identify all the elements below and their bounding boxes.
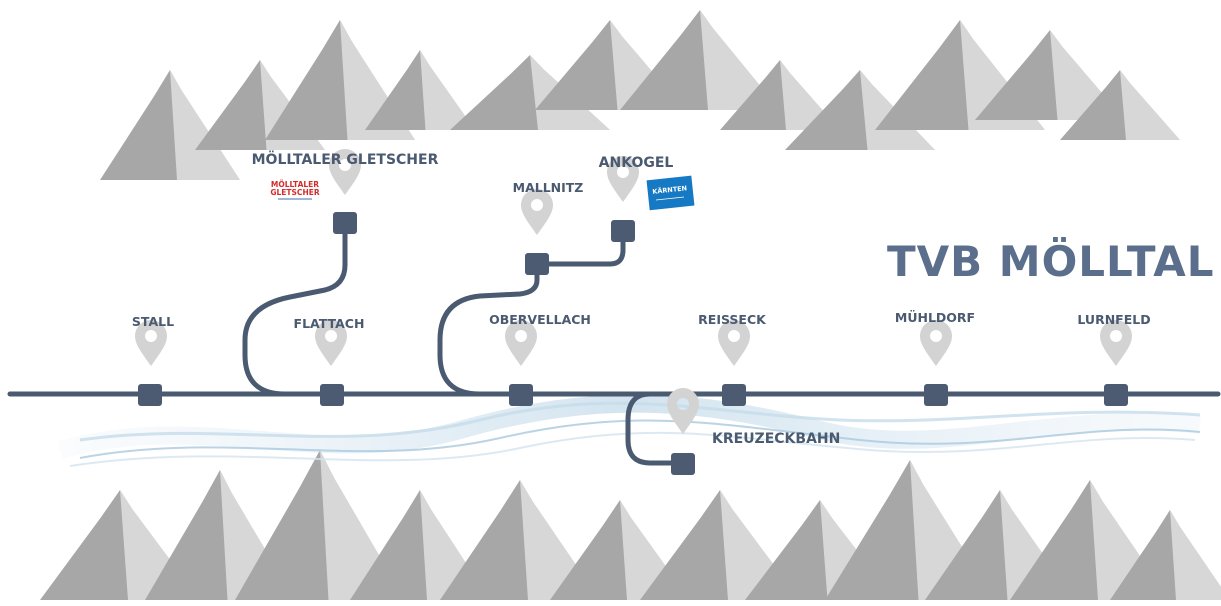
station-reisseck[interactable]	[722, 384, 746, 406]
mountain-top-5-snow	[610, 20, 685, 110]
station-kreuzeckbahn[interactable]	[671, 453, 695, 475]
moelltaler-gletscher-logo: MÖLLTALER GLETSCHER	[270, 178, 320, 202]
mountain-bottom-10-snow	[1090, 480, 1170, 600]
mountain-bottom-8-snow	[910, 460, 995, 600]
mountain-top-4-snow	[530, 55, 610, 130]
label-lurnfeld: LURNFELD	[1077, 312, 1150, 327]
mountain-bottom-3-snow	[420, 490, 490, 600]
mountain-top-0-snow	[170, 70, 240, 180]
label-kreuzeckbahn: KREUZECKBAHN	[712, 431, 840, 447]
svg-text:GLETSCHER: GLETSCHER	[270, 188, 319, 197]
page-title: TVB MÖLLTAL	[887, 236, 1215, 286]
mountain-top-7-snow	[780, 60, 840, 130]
mountain-top-9-snow	[960, 20, 1045, 130]
kaernten-logo: KÄRNTEN	[646, 175, 695, 211]
map-pin-icon-gletscher	[329, 149, 361, 195]
branch-track-gletscher	[242, 221, 348, 397]
mountains-top	[100, 10, 1180, 180]
mountain-bottom-9-snow	[1000, 490, 1075, 600]
map-pin-icon-flattach	[315, 320, 347, 366]
mountain-top-11-snow	[1120, 70, 1180, 140]
branch-track-kreuzeckbahn	[625, 391, 686, 466]
map-pin-icon-ankogel	[607, 156, 639, 202]
label-moelltaler-gletscher: MÖLLTALER GLETSCHER	[252, 150, 439, 168]
river	[57, 394, 1201, 467]
station-muehldorf[interactable]	[924, 384, 948, 406]
map-pin-icon-obervellach	[505, 320, 537, 366]
mountain-bottom-0-snow	[120, 490, 200, 600]
tracks	[7, 221, 1221, 466]
map-pin-icon-stall	[135, 320, 167, 366]
mountain-bottom-11-snow	[1170, 510, 1221, 600]
label-flattach: FLATTACH	[294, 316, 365, 331]
map-pin-icon-lurnfeld	[1100, 320, 1132, 366]
svg-text:KÄRNTEN: KÄRNTEN	[652, 183, 688, 196]
stations	[138, 212, 1128, 475]
mountain-bottom-7-snow	[820, 500, 895, 600]
branch-track-ankogel	[534, 229, 626, 267]
station-mallnitz[interactable]	[525, 253, 549, 275]
label-ankogel: ANKOGEL	[599, 155, 674, 171]
label-stall: STALL	[132, 314, 174, 329]
station-flattach[interactable]	[320, 384, 344, 406]
station-stall[interactable]	[138, 384, 162, 406]
mountain-bottom-4-snow	[520, 480, 600, 600]
label-muehldorf: MÜHLDORF	[895, 310, 975, 325]
station-obervellach[interactable]	[509, 384, 533, 406]
branch-track-mallnitz	[437, 261, 540, 397]
station-moelltaler-gletscher[interactable]	[333, 212, 357, 234]
station-lurnfeld[interactable]	[1104, 384, 1128, 406]
map-pin-icon-kreuzeckbahn	[667, 388, 699, 434]
label-mallnitz: MALLNITZ	[513, 180, 584, 195]
label-reisseck: REISSECK	[698, 312, 767, 327]
svg-text:MÖLLTALER: MÖLLTALER	[271, 180, 319, 189]
mountain-bottom-1-snow	[220, 470, 295, 600]
mountains-bottom	[40, 450, 1221, 600]
mountain-bottom-6-snow	[720, 490, 800, 600]
mountain-top-6-snow	[700, 10, 780, 110]
pins	[135, 149, 1132, 434]
mountain-top-3-snow	[420, 50, 475, 130]
map-pin-icon-mallnitz	[521, 189, 553, 235]
map-pin-icon-reisseck	[718, 320, 750, 366]
mountain-top-10-snow	[1050, 30, 1125, 120]
station-ankogel[interactable]	[611, 220, 635, 242]
label-obervellach: OBERVELLACH	[489, 312, 591, 327]
mountain-bottom-5-snow	[620, 500, 690, 600]
map-pin-icon-muehldorf	[920, 320, 952, 366]
mountain-bottom-2-snow	[320, 450, 405, 600]
mountain-top-2-snow	[340, 20, 415, 140]
